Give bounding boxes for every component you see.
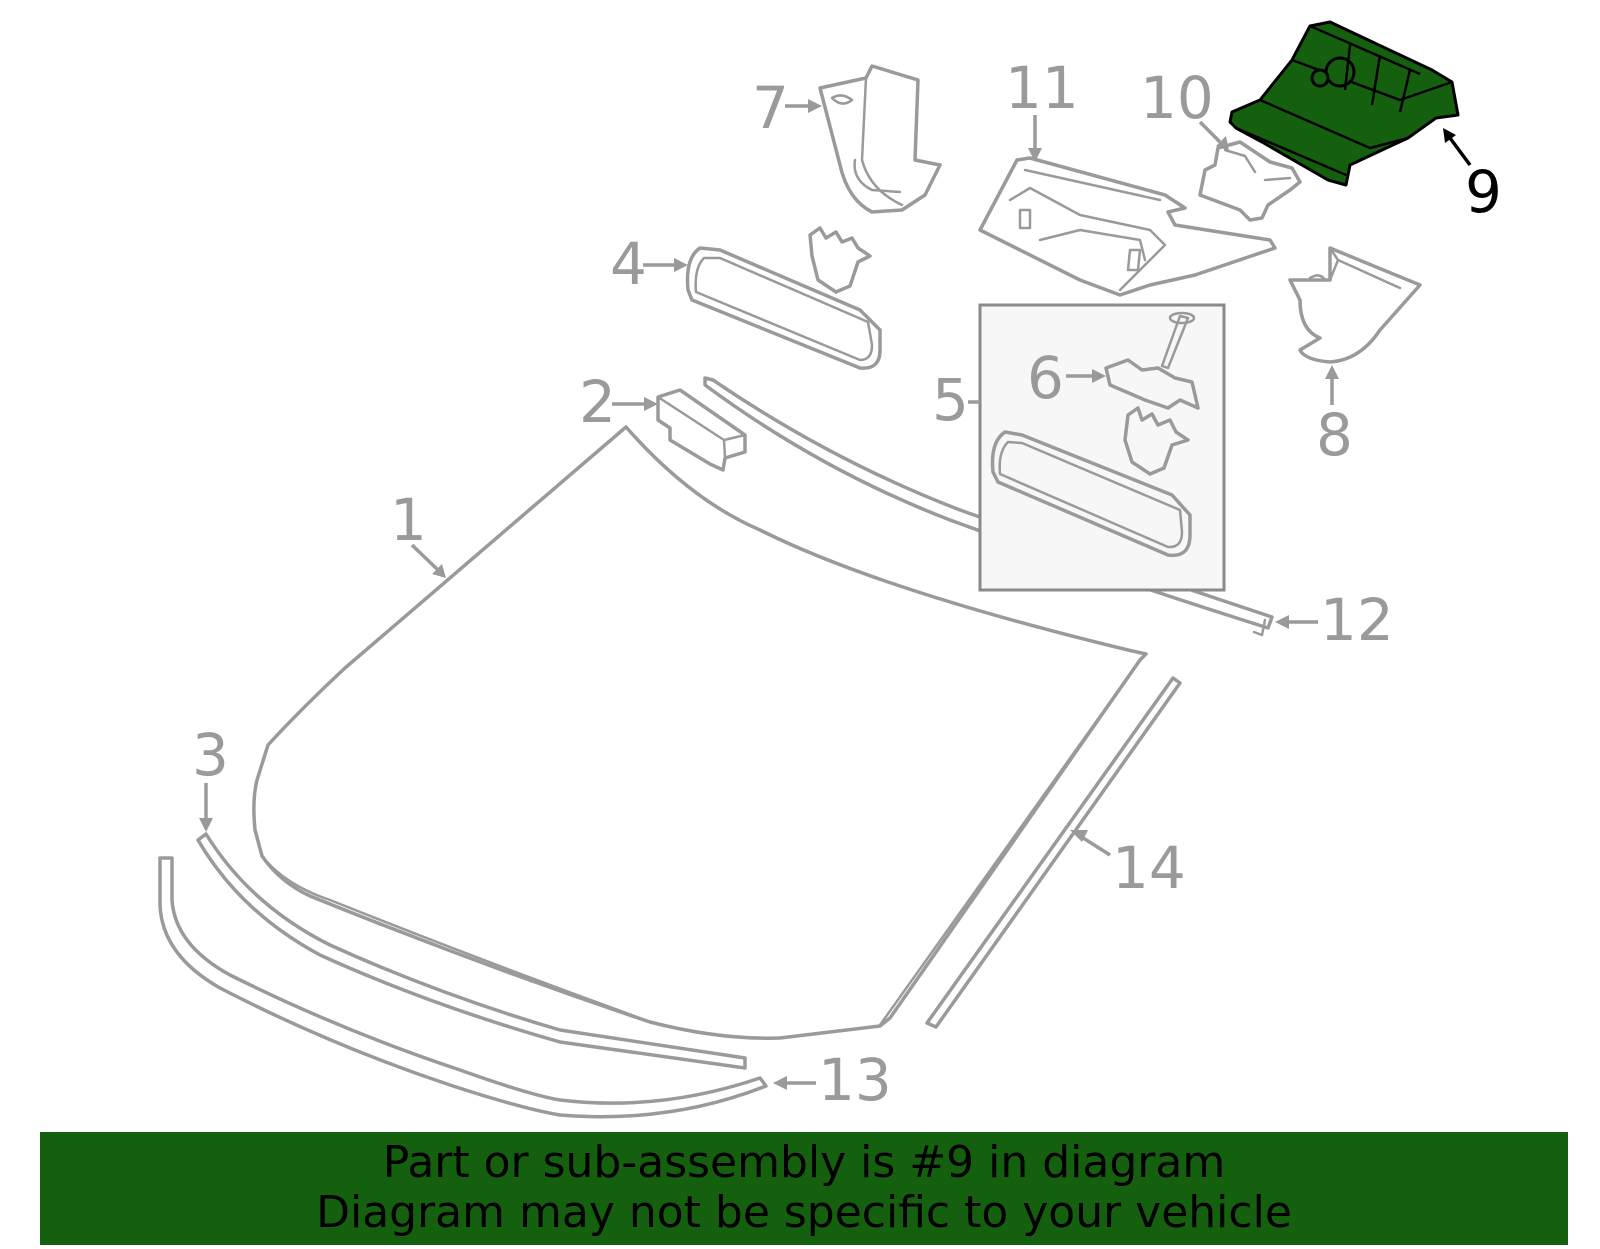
banner-line-2: Diagram may not be specific to your vehi… (316, 1187, 1292, 1238)
callout-6: 6 (1027, 344, 1064, 412)
callout-10: 10 (1140, 64, 1214, 132)
leader-lines (199, 99, 1472, 1090)
part-5-mirror-assembly[interactable] (978, 303, 1226, 592)
callout-3: 3 (192, 721, 229, 789)
part-9-camera-module[interactable] (1228, 20, 1460, 187)
part-12-upper-molding[interactable] (703, 376, 1274, 637)
part-1-windshield[interactable] (252, 425, 1148, 1040)
callout-2: 2 (579, 368, 616, 436)
callout-8: 8 (1316, 401, 1353, 469)
part-6-clip[interactable] (1104, 311, 1200, 410)
part-14-side-molding[interactable] (925, 676, 1182, 1029)
part-2-bracket[interactable] (656, 388, 747, 472)
callout-5: 5 (932, 366, 969, 434)
part-11-trim-cover[interactable] (978, 156, 1277, 297)
callout-1: 1 (390, 486, 427, 554)
callout-12: 12 (1320, 586, 1394, 654)
part-10-sensor[interactable] (1198, 140, 1302, 222)
callout-14: 14 (1112, 834, 1186, 902)
banner-line-1: Part or sub-assembly is #9 in diagram (382, 1137, 1226, 1188)
part-8-lower-cover[interactable] (1288, 246, 1422, 364)
callout-4: 4 (610, 230, 647, 298)
part-4-rearview-mirror[interactable] (685, 226, 882, 370)
info-banner: Part or sub-assembly is #9 in diagram Di… (40, 1132, 1568, 1245)
callout-11: 11 (1005, 54, 1079, 122)
callout-9: 9 (1465, 158, 1502, 226)
callout-7: 7 (752, 74, 789, 142)
callout-13: 13 (818, 1046, 892, 1114)
part-7-upper-cover[interactable] (818, 64, 942, 214)
part-13-cowl-molding[interactable] (158, 856, 768, 1119)
part-3-lower-molding[interactable] (196, 832, 747, 1070)
